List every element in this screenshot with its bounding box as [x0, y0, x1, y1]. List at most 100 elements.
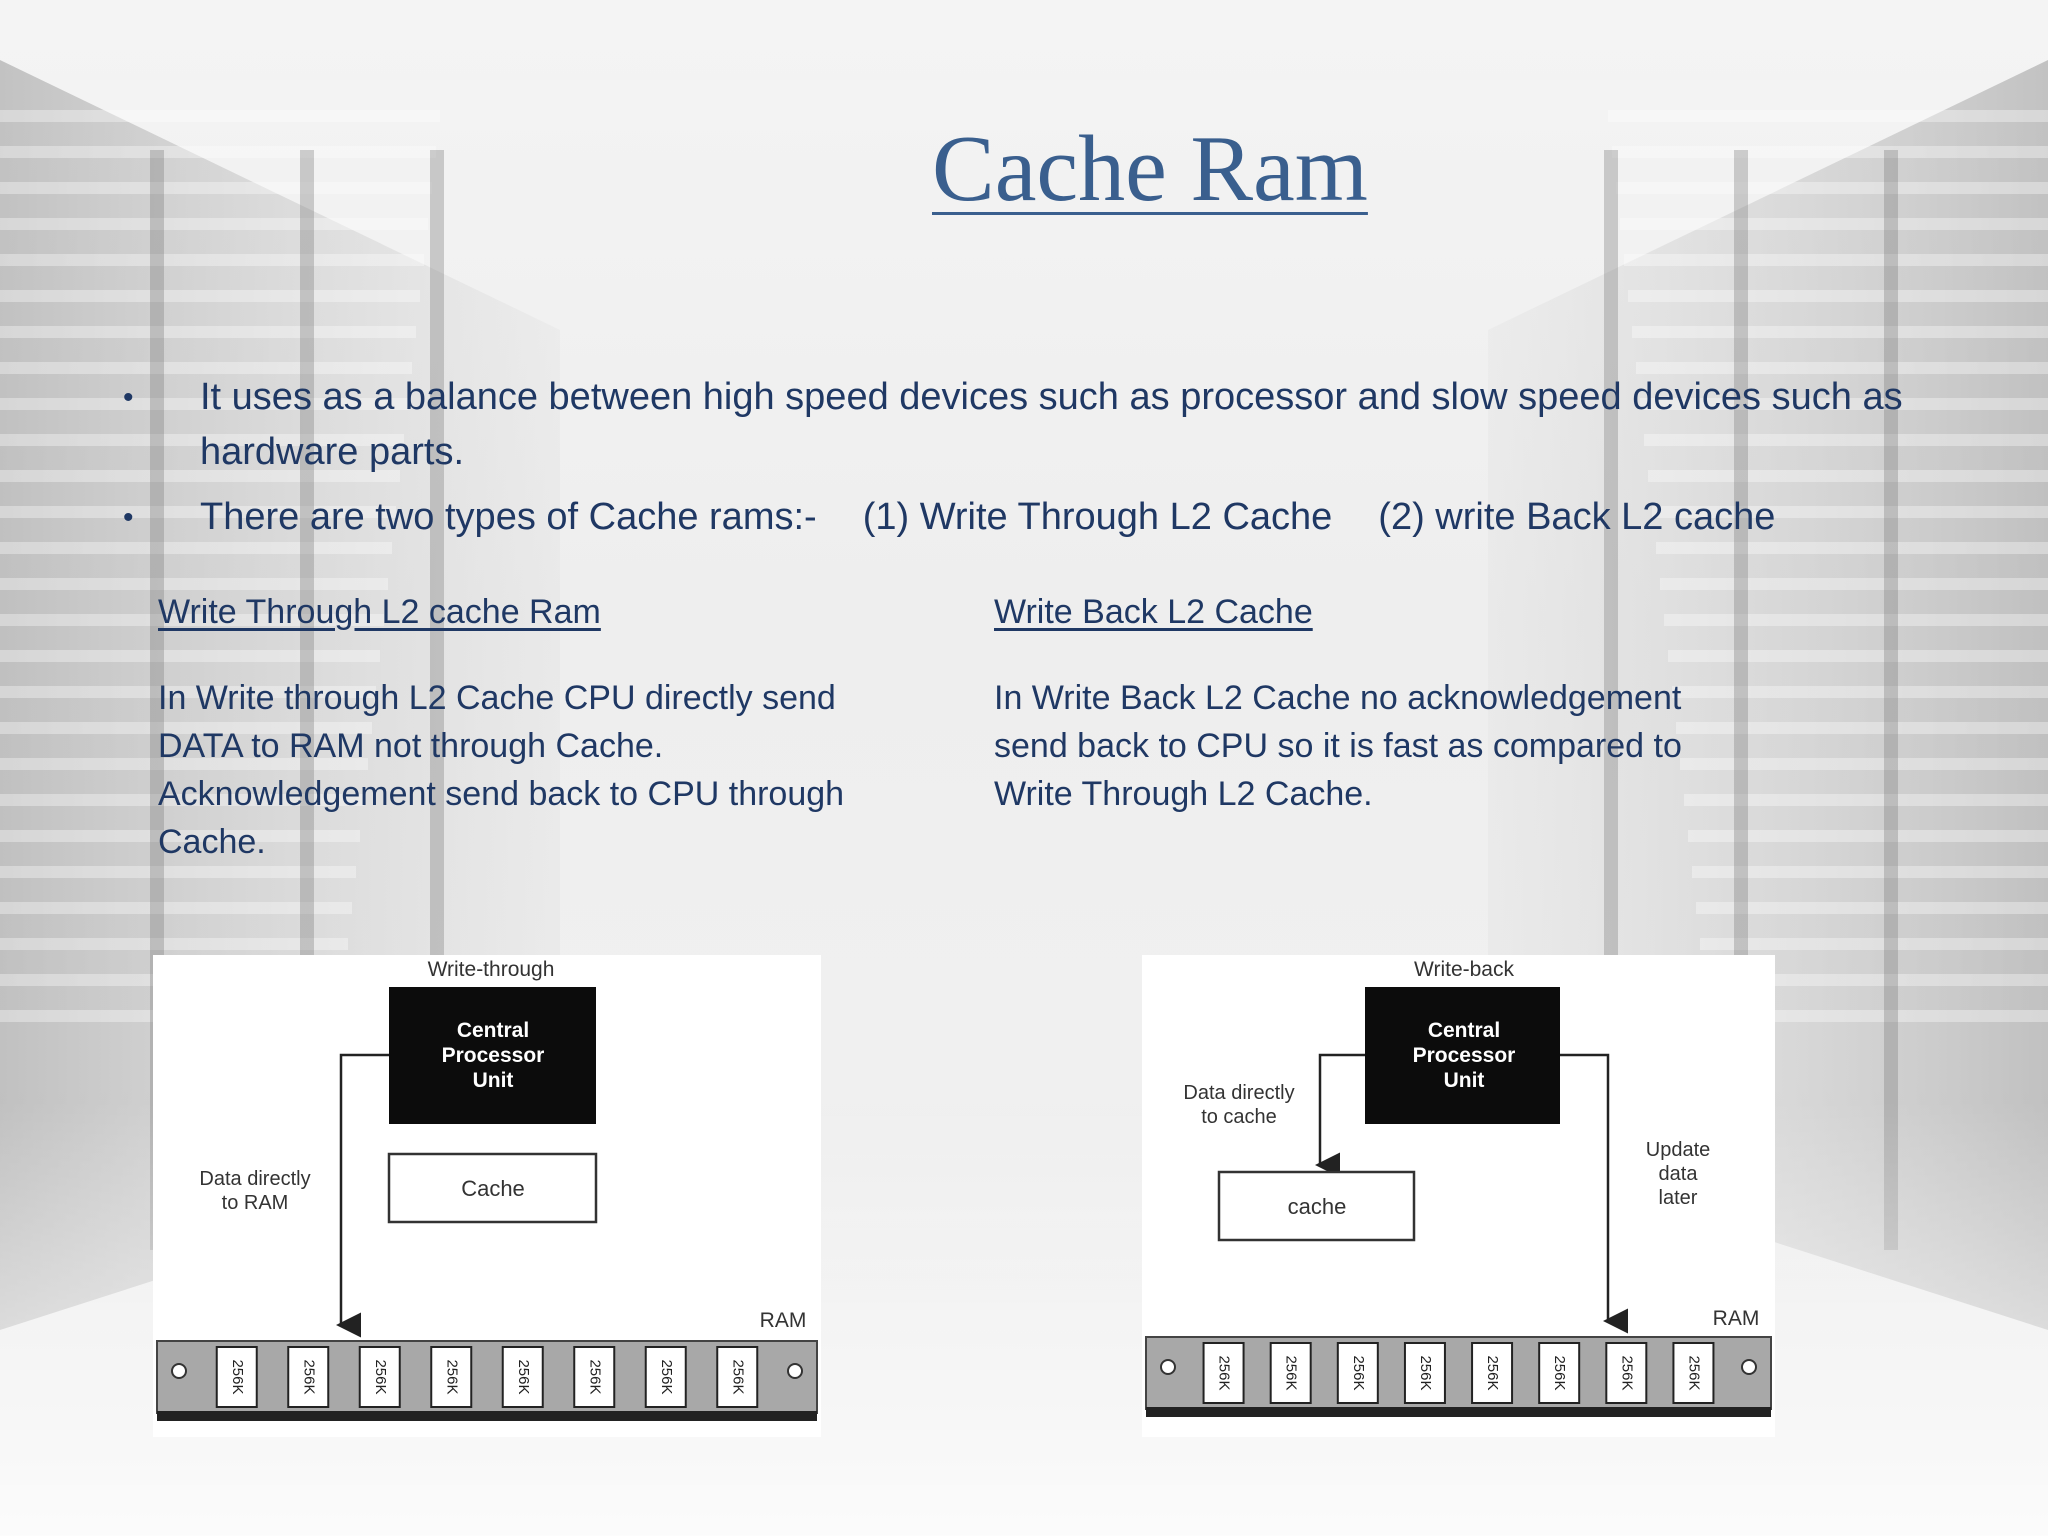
arrow-label-line1: Data directly — [199, 1168, 310, 1190]
ram-label: RAM — [1713, 1307, 1760, 1330]
rack-slat — [1636, 362, 2048, 374]
ram-chip-label: 256K — [372, 1359, 389, 1394]
data-arrow — [336, 1053, 389, 1338]
rack-slat — [1652, 506, 2048, 518]
ram-chip-label: 256K — [1484, 1355, 1501, 1390]
rack-slat — [0, 182, 432, 194]
ram-hole — [1741, 1359, 1757, 1375]
ram-chip — [1336, 1342, 1379, 1404]
ram-chip — [1672, 1342, 1715, 1404]
rack-slat — [0, 614, 384, 626]
rack-slat — [1640, 398, 2048, 410]
ram-label: RAM — [760, 1309, 807, 1332]
cpu-box — [1365, 987, 1560, 1124]
bullet-item-types: • There are two types of Cache rams:-(1)… — [120, 490, 1920, 545]
write-through-heading: Write Through L2 cache Ram — [158, 593, 601, 631]
cpu-label-line3: Unit — [1444, 1069, 1485, 1092]
rack-slat — [0, 470, 400, 482]
ram-chip-label: 256K — [1618, 1355, 1635, 1390]
cpu-label-line3: Unit — [473, 1069, 514, 1092]
ram-chip-label: 256K — [1551, 1355, 1568, 1390]
rack-slat — [1660, 578, 2048, 590]
rack-slat — [1644, 434, 2048, 446]
ram-chip-label: 256K — [1417, 1355, 1434, 1390]
ram-chip-label: 256K — [729, 1359, 746, 1394]
rack-slat — [0, 758, 368, 770]
write-back-diagram: Write-back Central Processor Unit Data d… — [1142, 955, 1775, 1437]
write-back-heading: Write Back L2 Cache — [994, 593, 1313, 631]
rack-slat — [1700, 938, 2048, 950]
write-back-description: In Write Back L2 Cache no acknowledgemen… — [994, 679, 1682, 813]
cache-label: Cache — [461, 1176, 525, 1201]
ram-chip-label: 256K — [1283, 1355, 1300, 1390]
ram-chip-label: 256K — [586, 1359, 603, 1394]
bullet-text-type-2: (2) write Back L2 cache — [1378, 496, 1776, 538]
cache-label: cache — [1288, 1194, 1347, 1219]
arrow-label-line2: to RAM — [222, 1192, 289, 1214]
rack-slat — [0, 434, 404, 446]
rack-slat — [0, 146, 436, 158]
ram-chip-label: 256K — [1216, 1355, 1233, 1390]
rack-slat — [1624, 254, 2048, 266]
cpu-label-line2: Processor — [442, 1044, 545, 1067]
update-arrow — [1560, 1053, 1628, 1334]
ram-chip — [358, 1346, 401, 1408]
ram-chip — [430, 1346, 473, 1408]
ram-contacts — [1146, 1407, 1771, 1417]
rack-slat — [1612, 146, 2048, 158]
ram-board — [156, 1340, 818, 1414]
rack-slat — [0, 902, 352, 914]
rack-slat — [0, 542, 392, 554]
bullet-marker: • — [123, 381, 134, 414]
slide-title: Cache Ram — [932, 117, 1368, 221]
bullet-text-balance: It uses as a balance between high speed … — [200, 376, 1903, 473]
rack-slat — [1664, 614, 2048, 626]
rack-slat — [0, 650, 380, 662]
rack-slat — [0, 290, 420, 302]
ram-chip — [1538, 1342, 1581, 1404]
rack-slat — [0, 686, 376, 698]
ram-hole — [787, 1363, 803, 1379]
rack-slat — [1696, 902, 2048, 914]
cpu-label-line1: Central — [1428, 1019, 1500, 1042]
cache-box — [1217, 1170, 1416, 1242]
ram-contacts — [157, 1411, 817, 1421]
ram-chip — [1471, 1342, 1514, 1404]
rack-slat — [0, 362, 412, 374]
rack-slat — [0, 866, 356, 878]
left-label-line2: to cache — [1201, 1106, 1277, 1128]
ram-chip — [501, 1346, 544, 1408]
ram-chip — [1403, 1342, 1446, 1404]
ram-chip — [644, 1346, 687, 1408]
right-label-line1: Update — [1646, 1139, 1711, 1161]
rack-slat — [1684, 794, 2048, 806]
cache-box — [387, 1152, 598, 1224]
ram-chip — [1269, 1342, 1312, 1404]
rack-slat — [1648, 470, 2048, 482]
ram-chip — [215, 1346, 258, 1408]
rack-slat — [1608, 110, 2048, 122]
rack-slat — [0, 938, 348, 950]
ram-chip — [287, 1346, 330, 1408]
cpu-box — [389, 987, 596, 1124]
rack-slat — [0, 578, 388, 590]
rack-slat — [1628, 290, 2048, 302]
rack-slat — [0, 830, 360, 842]
bullet-marker: • — [123, 501, 134, 534]
ram-chip — [716, 1346, 759, 1408]
write-through-description: In Write through L2 Cache CPU directly s… — [158, 679, 845, 861]
rack-slat — [1704, 974, 2048, 986]
cache-arrow — [1315, 1053, 1365, 1178]
rack-slat — [1672, 686, 2048, 698]
rack-slat — [1680, 758, 2048, 770]
write-through-diagram: Write-through Central Processor Unit Cac… — [153, 955, 821, 1437]
ram-hole — [1160, 1359, 1176, 1375]
ram-chip-label: 256K — [443, 1359, 460, 1394]
rack-slat — [1656, 542, 2048, 554]
left-label-line1: Data directly — [1183, 1082, 1294, 1104]
ram-chip — [573, 1346, 616, 1408]
rack-slat — [0, 506, 396, 518]
diagram-caption: Write-through — [428, 958, 555, 981]
